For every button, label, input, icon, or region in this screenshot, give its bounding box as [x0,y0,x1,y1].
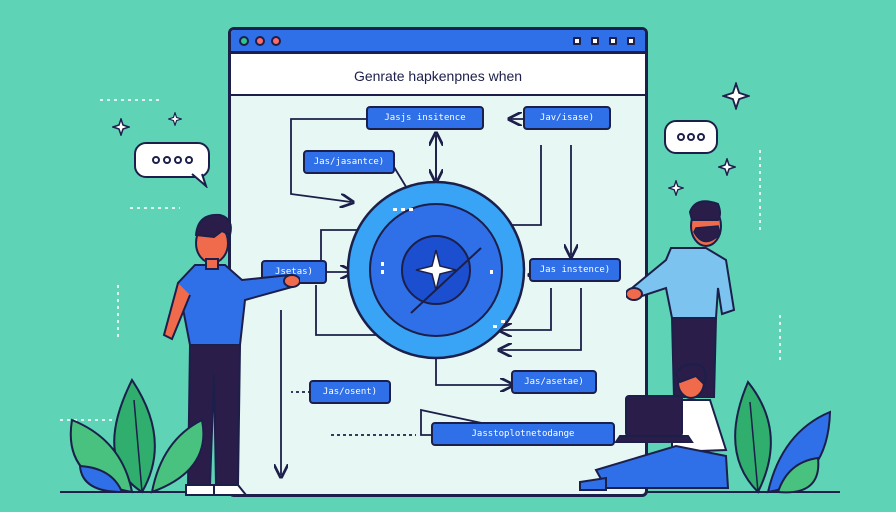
window-dot-red-2[interactable] [271,36,281,46]
person-left-illustration [162,213,300,496]
laptop-icon [625,395,683,437]
sparkle-icon [718,158,736,176]
page-title: Genrate hapkenpnes when [353,68,523,84]
node-jas-asetae[interactable]: Jas/asetae) [511,370,597,394]
leaf-cluster-left [69,378,205,494]
ellipsis-icon [152,156,193,164]
window-control-menu[interactable] [627,37,635,45]
node-jasjs-insitence[interactable]: Jasjs insitence [366,106,484,130]
person-sitting-illustration [579,363,730,491]
ellipsis-icon [677,133,705,141]
node-jasstoplotnetodange[interactable]: Jasstoplotnetodange [431,422,615,446]
sparkle-icon [668,180,684,196]
speech-bubble-tail [191,173,208,188]
window-header [231,54,645,96]
window-control-maximize[interactable] [591,37,599,45]
window-dot-red[interactable] [255,36,265,46]
diagram-connectors [231,30,582,494]
node-jas-instence[interactable]: Jas instence) [529,258,621,282]
sparkle-icon [168,112,182,126]
window-dot-green[interactable] [239,36,249,46]
sparkle-icon [722,82,750,110]
star-icon [415,249,457,291]
sparkle-icon [112,118,130,136]
node-jas-osent[interactable]: Jas/osent) [309,380,391,404]
leaf-cluster-right [734,380,832,494]
window-control-minimize[interactable] [573,37,581,45]
diagram-window: Genrate hapkenpnes when [228,27,648,497]
speech-bubble-right [664,120,718,154]
node-jas-jasantce[interactable]: Jas/jasantce) [303,150,395,174]
node-jav-isase[interactable]: Jav/isase) [523,106,611,130]
speech-bubble-left [134,142,210,178]
window-control-close[interactable] [609,37,617,45]
window-titlebar [231,30,645,54]
